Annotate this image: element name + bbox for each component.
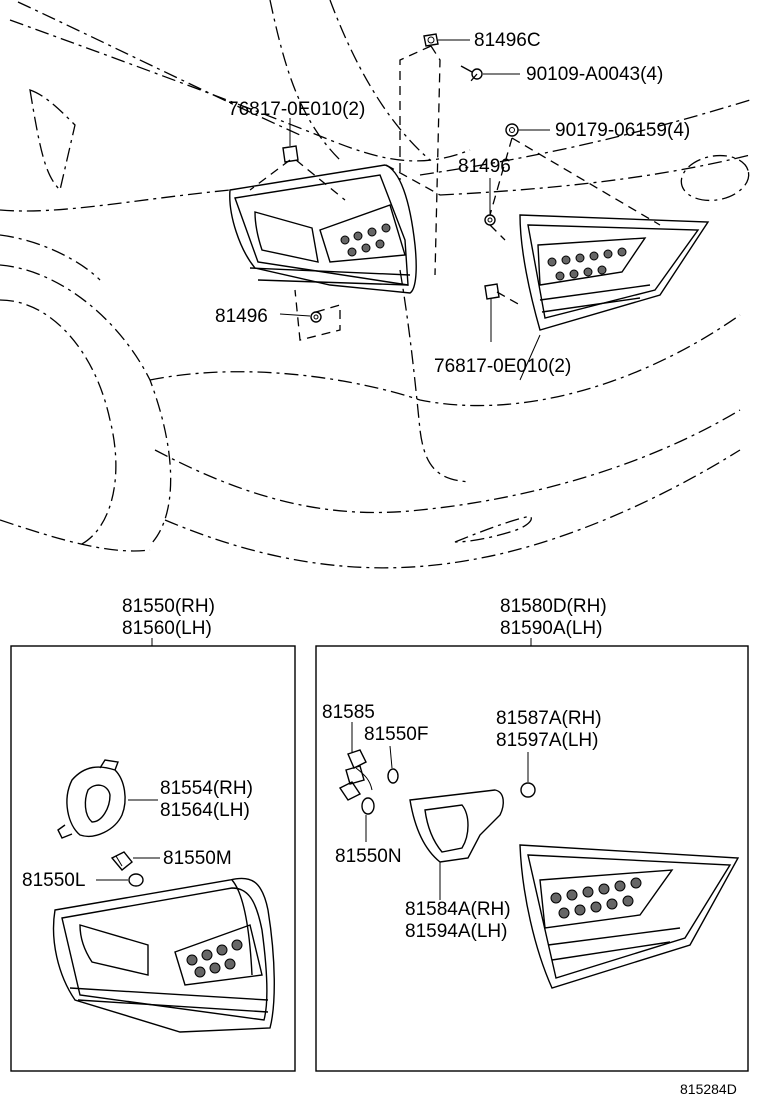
rear-lamp-inner-detail[interactable] xyxy=(519,844,740,989)
callout-81587a[interactable]: 81587A(RH) xyxy=(496,708,602,729)
assembly-header-right: 81580D(RH) 81590A(LH) xyxy=(500,596,607,646)
assy-right-rh-label[interactable]: 81580D(RH) xyxy=(500,596,607,617)
callout-81585[interactable]: 81585 xyxy=(322,702,375,723)
rear-lamp-inner-installed[interactable] xyxy=(519,214,710,331)
assy-left-lh-label[interactable]: 81560(LH) xyxy=(122,618,212,639)
assy-right-lh-label[interactable]: 81590A(LH) xyxy=(500,618,602,639)
clip-76817-top-icon[interactable] xyxy=(282,145,299,163)
callout-81496-left[interactable]: 81496 xyxy=(215,306,268,327)
nut-90179-icon[interactable] xyxy=(505,123,519,137)
callout-81496c[interactable]: 81496C xyxy=(474,30,541,51)
callout-81564[interactable]: 81564(LH) xyxy=(160,800,250,821)
clip-81496-right-icon[interactable] xyxy=(484,214,496,226)
callout-76817-top[interactable]: 76817-0E010(2) xyxy=(228,99,365,120)
screw-90109-icon[interactable] xyxy=(460,65,483,80)
clip-81496-left-icon[interactable] xyxy=(310,311,322,323)
rear-combination-lamp-outer-detail[interactable] xyxy=(52,877,275,1033)
callout-81554[interactable]: 81554(RH) xyxy=(160,778,253,799)
callout-76817-bottom[interactable]: 76817-0E010(2) xyxy=(434,356,571,377)
callout-81496-right[interactable]: 81496 xyxy=(458,156,511,177)
clip-81496c-icon[interactable] xyxy=(423,33,439,47)
callout-81550n[interactable]: 81550N xyxy=(335,846,402,867)
callout-90179[interactable]: 90179-06159(4) xyxy=(555,120,690,141)
socket-81585-icon[interactable] xyxy=(338,749,373,801)
diagram-id: 815284D xyxy=(680,1081,737,1097)
clip-76817-bottom-icon[interactable] xyxy=(484,283,500,300)
rear-combination-lamp-outer-installed[interactable] xyxy=(229,164,417,294)
socket-81550m-icon[interactable] xyxy=(110,851,133,871)
assembly-header-left: 81550(RH) 81560(LH) xyxy=(122,596,215,646)
callout-81584a[interactable]: 81584A(RH) xyxy=(405,899,511,920)
callout-90109[interactable]: 90109-A0043(4) xyxy=(526,64,663,85)
callout-81550f[interactable]: 81550F xyxy=(364,724,428,745)
detail-box-right xyxy=(315,645,749,1072)
callout-81550m[interactable]: 81550M xyxy=(163,848,232,869)
callout-81550l[interactable]: 81550L xyxy=(22,870,85,891)
vehicle-body-outline xyxy=(0,0,751,569)
assy-left-rh-label[interactable]: 81550(RH) xyxy=(122,596,215,617)
assembly-guide-lines xyxy=(249,45,661,341)
bulb-81550f-icon[interactable] xyxy=(387,768,399,784)
detail-box-left xyxy=(10,645,296,1072)
cap-81587a-icon[interactable] xyxy=(520,782,536,798)
gasket-81584a-icon[interactable] xyxy=(409,789,504,863)
bulb-81550l-icon[interactable] xyxy=(128,873,144,887)
bulb-81550n-icon[interactable] xyxy=(361,797,375,815)
gasket-81554-icon[interactable] xyxy=(57,759,126,839)
callout-81597a[interactable]: 81597A(LH) xyxy=(496,730,598,751)
callout-81594a[interactable]: 81594A(LH) xyxy=(405,921,507,942)
leader-lines-top xyxy=(279,39,550,381)
